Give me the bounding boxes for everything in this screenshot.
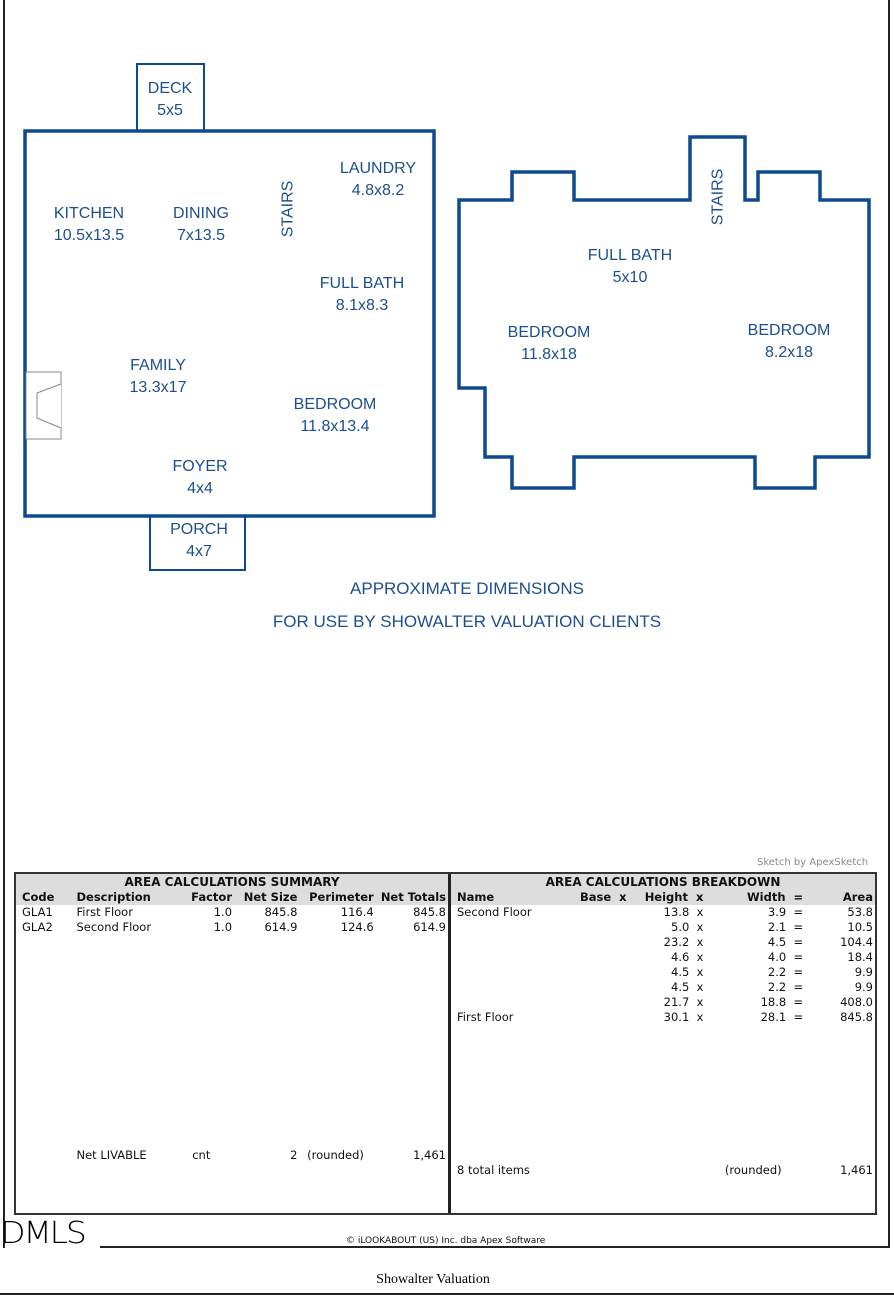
frame-left — [3, 0, 5, 1248]
footer-company: Showalter Valuation — [376, 1272, 490, 1287]
floor-plan-sketch — [23, 63, 871, 571]
dmls-logo: DMLS — [0, 1216, 87, 1251]
breakdown-total-row: 8 total items(rounded)1,461 — [457, 1163, 873, 1177]
frame-bottom — [100, 1246, 890, 1248]
porch-outline — [149, 515, 246, 571]
breakdown-title: AREA CALCULATIONS BREAKDOWN — [545, 875, 781, 889]
first-floor-stairs-label: STAIRS — [279, 180, 297, 238]
second-floor-stairs-label: STAIRS — [709, 168, 727, 226]
sketch-credit: Sketch by ApexSketch — [757, 857, 869, 868]
note-approximate: APPROXIMATE DIMENSIONS — [350, 579, 584, 598]
frame-right — [888, 0, 890, 1248]
fireplace-icon — [25, 371, 62, 440]
copyright: © iLOOKABOUT (US) Inc. dba Apex Software — [346, 1236, 546, 1246]
second-floor-outline — [457, 135, 871, 490]
note-clients: FOR USE BY SHOWALTER VALUATION CLIENTS — [272, 612, 662, 631]
summary-title: AREA CALCULATIONS SUMMARY — [124, 875, 340, 889]
footer-divider — [0, 1293, 894, 1295]
